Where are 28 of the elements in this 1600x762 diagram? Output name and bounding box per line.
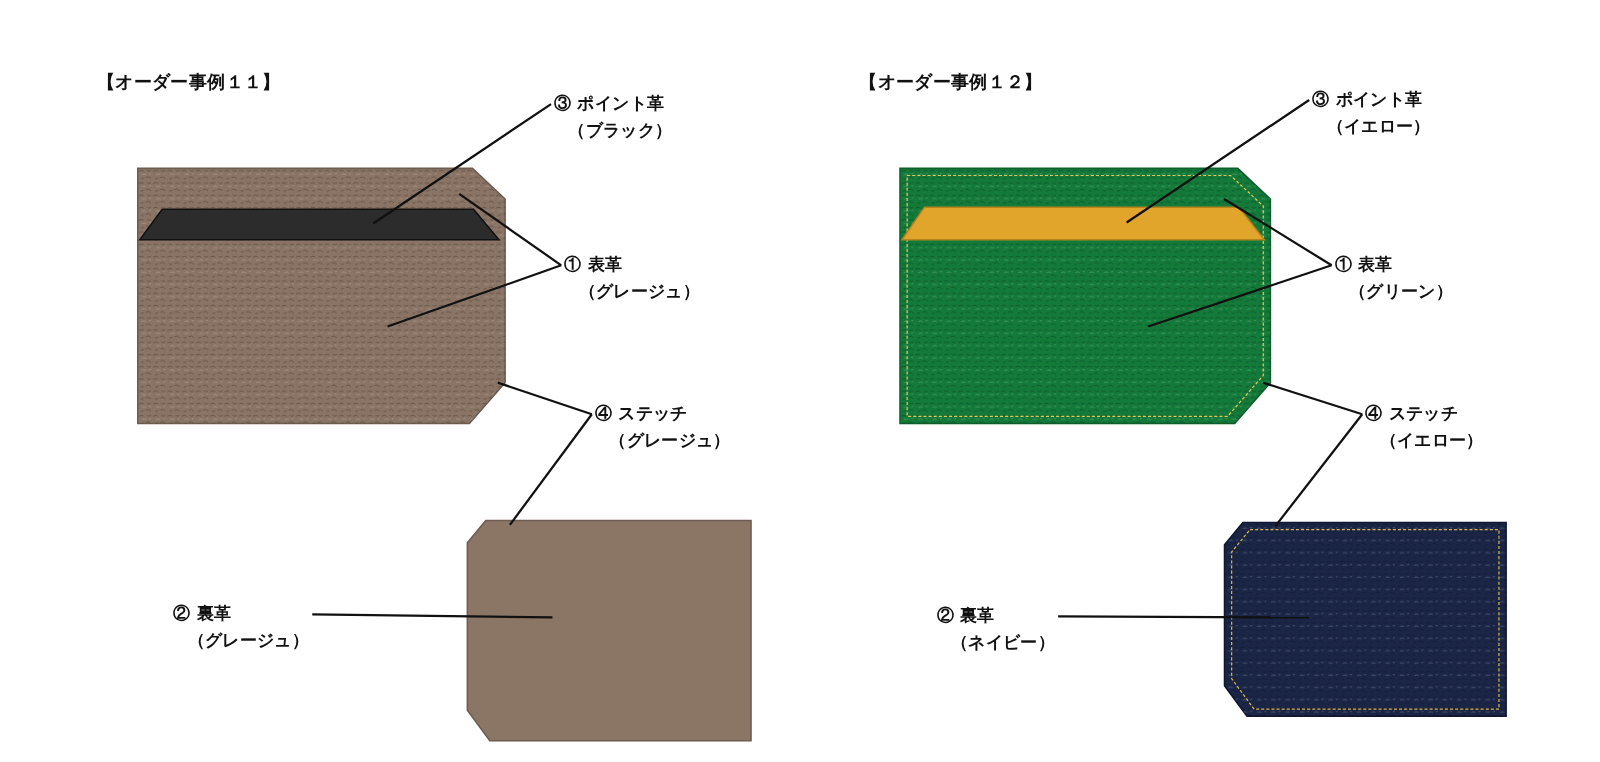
leader-line — [372, 103, 552, 225]
part-label: ④ ステッチ （イエロー） — [1365, 400, 1484, 454]
card-back-drawing — [1224, 522, 1507, 717]
heading: 【オーダー事例１２】 — [859, 69, 1043, 94]
part-label: ② 裏革 （グレージュ） — [173, 600, 310, 654]
leader-line — [1274, 413, 1364, 527]
part-label: ③ ポイント革 （イエロー） — [1312, 85, 1431, 139]
pocket-drawing — [139, 207, 499, 240]
pocket-drawing — [902, 205, 1265, 240]
leader-line — [1223, 198, 1333, 267]
card-front-drawing — [900, 168, 1271, 424]
heading: 【オーダー事例１１】 — [96, 69, 281, 94]
leader-line — [387, 264, 562, 328]
leader-line — [458, 192, 562, 267]
leader-line — [312, 613, 553, 619]
leader-line — [1262, 381, 1363, 416]
card-front-drawing — [137, 168, 506, 424]
part-label: ④ ステッチ （グレージュ） — [594, 400, 731, 454]
leader-line — [1058, 615, 1309, 619]
part-label: ③ ポイント革 （ブラック） — [554, 89, 673, 143]
leader-line — [497, 381, 593, 416]
leader-line — [1126, 99, 1310, 224]
part-label: ② 裏革 （ネイビー） — [936, 602, 1056, 656]
leader-line — [1147, 264, 1332, 328]
part-label: ① 表革 （グレージュ） — [564, 251, 700, 305]
leader-line — [509, 413, 593, 526]
part-label: ① 表革 （グリーン） — [1334, 251, 1454, 305]
card-back-drawing — [467, 520, 751, 741]
